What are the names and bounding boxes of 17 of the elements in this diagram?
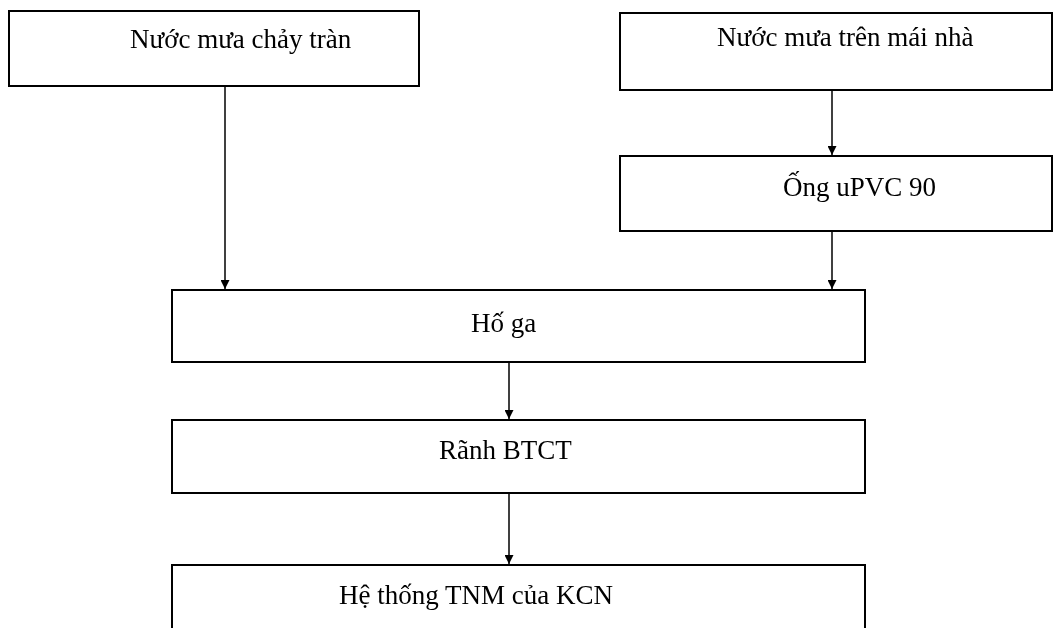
box-label: Ống uPVC 90 [783, 172, 937, 203]
arrow [504, 493, 514, 565]
arrow [827, 231, 837, 290]
process-box [8, 10, 420, 87]
box-label: Rãnh BTCT [439, 435, 572, 466]
process-box [619, 12, 1053, 91]
arrow [827, 90, 837, 156]
process-box [171, 419, 866, 494]
box-label: Nước mưa chảy tràn [130, 24, 352, 55]
box-label: Hố ga [471, 308, 537, 339]
process-box [171, 289, 866, 363]
box-label: Nước mưa trên mái nhà [717, 22, 974, 53]
process-box [171, 564, 866, 628]
arrow [220, 86, 230, 290]
box-label: Hệ thống TNM của KCN [339, 580, 613, 611]
arrow [504, 362, 514, 420]
process-box [619, 155, 1053, 232]
